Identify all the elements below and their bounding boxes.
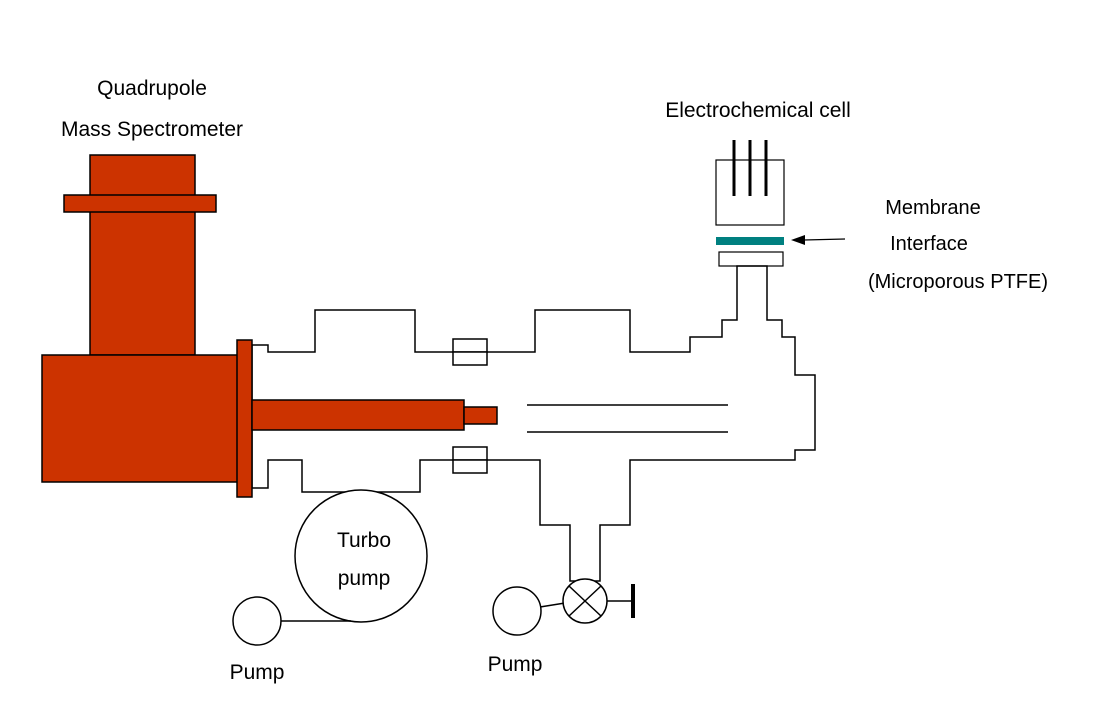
qms-analyzer-column xyxy=(89,154,196,356)
spectrometer-label-line2: Mass Spectrometer xyxy=(61,118,243,141)
turbo-pump-circle xyxy=(294,489,428,623)
membrane-support-flange xyxy=(718,251,784,267)
membrane-label-line1: Membrane xyxy=(885,197,981,219)
right-pump-connection-line xyxy=(539,602,566,608)
pump-right-label: Pump xyxy=(488,653,543,676)
top-flange-clamp-upper xyxy=(452,338,488,353)
membrane-label-line3: (Microporous PTFE) xyxy=(868,271,1048,293)
electrochemical-cell-label: Electrochemical cell xyxy=(665,99,851,122)
bottom-flange-clamp-upper xyxy=(452,446,488,461)
qms-top-flange xyxy=(63,194,217,213)
valve-cross-line-2 xyxy=(568,585,602,617)
turbo-pump-label-line1: Turbo xyxy=(337,529,391,552)
left-pump-circle xyxy=(232,596,282,646)
membrane-pointer-line xyxy=(803,238,846,241)
turbo-pump-label-line2: pump xyxy=(338,567,391,590)
membrane-bar xyxy=(716,237,784,245)
qms-mount-flange xyxy=(236,339,253,498)
spectrometer-label-line1: Quadrupole xyxy=(97,77,207,100)
top-flange-clamp-lower xyxy=(452,351,488,366)
membrane-pointer-arrowhead xyxy=(791,235,805,245)
membrane-label-line2: Interface xyxy=(890,233,968,255)
right-pump-circle xyxy=(492,586,542,636)
qms-detector-housing xyxy=(41,354,241,483)
qms-ion-source-tip xyxy=(463,406,498,425)
qms-ion-source-rod xyxy=(251,399,465,431)
vacuum-chamber-outline xyxy=(251,265,816,582)
pump-left-label: Pump xyxy=(230,661,285,684)
bottom-flange-clamp-lower xyxy=(452,459,488,474)
